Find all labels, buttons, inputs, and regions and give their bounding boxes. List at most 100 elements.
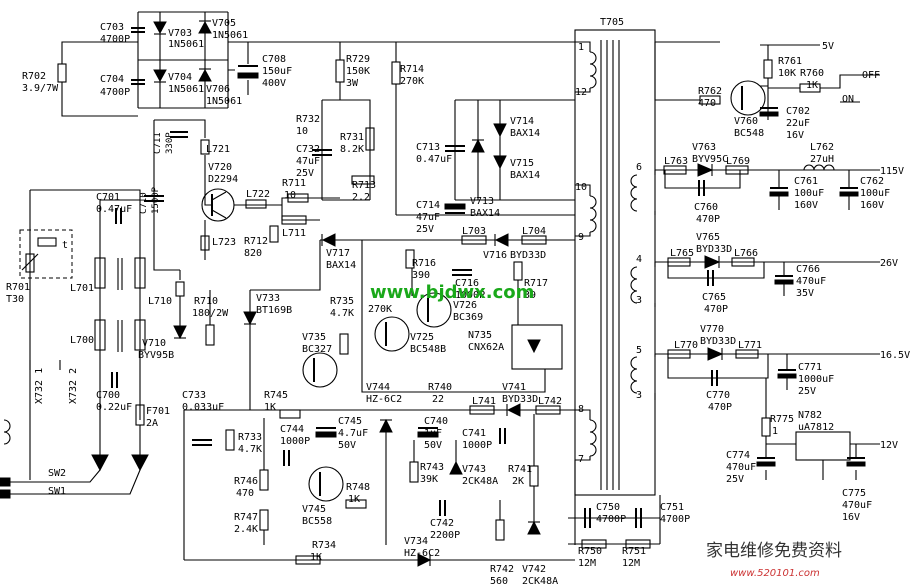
resistor-r735 bbox=[339, 333, 349, 355]
label-c716: C716 bbox=[455, 278, 479, 289]
value-r731: 8.2K bbox=[340, 144, 364, 155]
type-v714: BAX14 bbox=[510, 128, 540, 139]
value-r775: 1 bbox=[772, 426, 778, 437]
label-v725: V725 bbox=[410, 332, 434, 343]
value-r735: 4.7K bbox=[330, 308, 354, 319]
value-r716: 390 bbox=[412, 270, 430, 281]
resistor-r748 bbox=[345, 499, 367, 509]
inductor-l704 bbox=[521, 235, 547, 245]
resistor-r747 bbox=[259, 509, 269, 531]
type-v717: BAX14 bbox=[326, 260, 356, 271]
pin-3: 3 bbox=[636, 295, 642, 306]
label-f701: F701 bbox=[146, 406, 170, 417]
type-v765: BYD33D bbox=[696, 244, 732, 255]
label-c711: C711 bbox=[153, 132, 163, 154]
value-c700: 0.22uF bbox=[96, 402, 132, 413]
value-c760: 470P bbox=[696, 214, 720, 225]
label-c750: C750 bbox=[596, 502, 620, 513]
pin-10: 10 bbox=[575, 182, 587, 193]
label-r746: R746 bbox=[234, 476, 258, 487]
label-c775: C775 bbox=[842, 488, 866, 499]
resistor-r762 bbox=[699, 95, 721, 105]
label-v770: V770 bbox=[700, 324, 724, 335]
label-r729: R729 bbox=[346, 54, 370, 65]
type-v743: 2CK48A bbox=[462, 476, 498, 487]
pin-6: 6 bbox=[636, 162, 642, 173]
voltage-c771: 25V bbox=[798, 386, 816, 397]
value-r732: 10 bbox=[296, 126, 308, 137]
value-r717: 39 bbox=[524, 290, 536, 301]
value-r736: 270K bbox=[368, 304, 392, 315]
voltage-c762: 160V bbox=[860, 200, 884, 211]
voltage-c740: 50V bbox=[424, 440, 442, 451]
inductor-l722 bbox=[245, 199, 267, 209]
label-v745: V745 bbox=[302, 504, 326, 515]
transistor-v726 bbox=[416, 292, 452, 328]
label-26v: 26V bbox=[880, 258, 898, 269]
label-v744: V744 bbox=[366, 382, 390, 393]
label-v714: V714 bbox=[510, 116, 534, 127]
value-c770: 470P bbox=[708, 402, 732, 413]
label-l769: L769 bbox=[726, 156, 750, 167]
optocoupler-n735 bbox=[511, 324, 563, 370]
type-v760: BC548 bbox=[734, 128, 764, 139]
value-c711: 330P bbox=[165, 132, 175, 154]
label-v742: V742 bbox=[522, 564, 546, 575]
resistor-r710 bbox=[205, 324, 215, 346]
value-r734: 1K bbox=[310, 552, 322, 563]
value-c750: 4700P bbox=[596, 514, 626, 525]
label-l763: L763 bbox=[664, 156, 688, 167]
voltage-c708: 400V bbox=[262, 78, 286, 89]
pin-4: 4 bbox=[636, 254, 642, 265]
label-l766: L766 bbox=[734, 248, 758, 259]
label-r717: R717 bbox=[524, 278, 548, 289]
type-v770: BYD33D bbox=[700, 336, 736, 347]
value-r746: 470 bbox=[236, 488, 254, 499]
label-c714: C714 bbox=[416, 200, 440, 211]
resistor-r745 bbox=[279, 409, 301, 419]
label-v706: V706 bbox=[206, 84, 230, 95]
label-r710: R710 bbox=[194, 296, 218, 307]
value-r760: 1K bbox=[806, 80, 818, 91]
type-v742: 2CK48A bbox=[522, 576, 558, 586]
label-v726: V726 bbox=[453, 300, 477, 311]
label-l742: L742 bbox=[538, 396, 562, 407]
resistor-r714 bbox=[391, 61, 401, 85]
transistor-v760 bbox=[730, 80, 766, 116]
label-off: OFF bbox=[862, 70, 880, 81]
resistor-r729 bbox=[335, 59, 345, 83]
value-c704: 4700P bbox=[100, 87, 130, 98]
value-c701: 0.47uF bbox=[96, 204, 132, 215]
value-c745: 4.7uF bbox=[338, 428, 368, 439]
label-r702: R702 bbox=[22, 71, 46, 82]
label-r748: R748 bbox=[346, 482, 370, 493]
label-c765: C765 bbox=[702, 292, 726, 303]
resistor-r761 bbox=[763, 59, 773, 79]
type-v720: D2294 bbox=[208, 174, 238, 185]
label-v705: V705 bbox=[212, 18, 236, 29]
value-r743: 39K bbox=[420, 474, 438, 485]
value-c762: 100uF bbox=[860, 188, 890, 199]
label-l770: L770 bbox=[674, 340, 698, 351]
inductor-l741 bbox=[469, 405, 495, 415]
resistor-r713 bbox=[351, 175, 375, 185]
resistor-r717 bbox=[513, 261, 523, 281]
value-c765: 470P bbox=[704, 304, 728, 315]
value-r750: 12M bbox=[578, 558, 596, 569]
resistor-r702 bbox=[57, 63, 67, 83]
label-r732: R732 bbox=[296, 114, 320, 125]
label-on: ON bbox=[842, 94, 854, 105]
value-c774: 470uF bbox=[726, 462, 756, 473]
value-r747: 2.4K bbox=[234, 524, 258, 535]
label-r760: R760 bbox=[800, 68, 824, 79]
inductor-l700 bbox=[94, 319, 146, 352]
value-r742: 560 bbox=[490, 576, 508, 586]
label-r751: R751 bbox=[622, 546, 646, 557]
value-r733: 4.7K bbox=[238, 444, 262, 455]
type-v716: BYD33D bbox=[510, 250, 546, 261]
type-v710: BYV95B bbox=[138, 350, 174, 361]
value-r729: 150K bbox=[346, 66, 370, 77]
value-c771: 1000uF bbox=[798, 374, 834, 385]
label-c762: C762 bbox=[860, 176, 884, 187]
